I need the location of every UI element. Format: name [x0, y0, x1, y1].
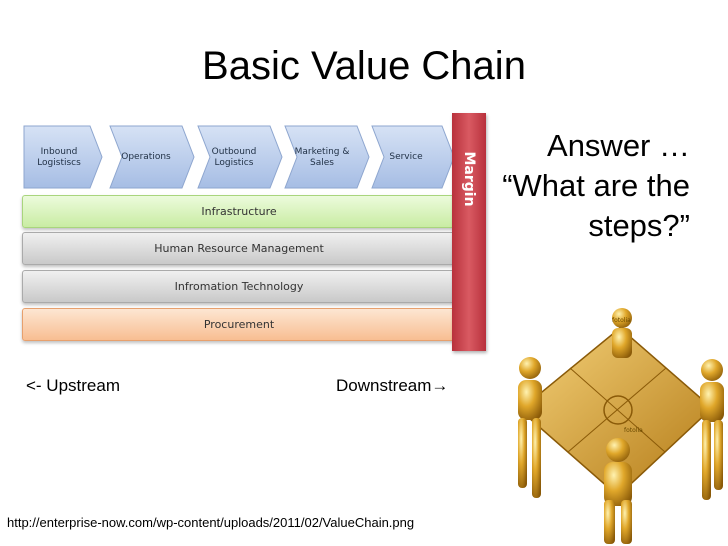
- slide-title: Basic Value Chain: [202, 44, 526, 88]
- downstream-label: Downstream→: [336, 376, 449, 395]
- source-url: http://enterprise-now.com/wp-content/upl…: [7, 515, 415, 530]
- chevron-outbound-logistics: [197, 125, 283, 189]
- chevron-service: [371, 125, 455, 189]
- margin-bar: Margin: [452, 113, 486, 351]
- primary-activity-label: Operations: [121, 152, 171, 163]
- primary-activity-label: Inbound Logistiscs: [37, 146, 81, 168]
- watermark-text: fotolia: [612, 317, 631, 324]
- band-information-technology: Infromation Technology: [22, 270, 456, 303]
- primary-activity-label: Service: [389, 152, 423, 163]
- primary-activity-label: Marketing & Sales: [294, 146, 350, 168]
- chevron-inbound-logistics: [23, 125, 103, 189]
- upstream-label: <- Upstream: [26, 376, 120, 395]
- primary-activities: [23, 125, 455, 189]
- watermark-text: fotolia: [624, 427, 643, 434]
- answer-text: Answer … “What are the steps?”: [502, 128, 690, 243]
- chevron-operations: [109, 125, 195, 189]
- band-procurement: Procurement: [22, 308, 456, 341]
- chevron-marketing-sales: [284, 125, 370, 189]
- band-infrastructure: Infrastructure: [22, 195, 456, 228]
- band-human-resource-management: Human Resource Management: [22, 232, 456, 265]
- margin-label: Margin: [461, 151, 477, 207]
- primary-activity-label: Outbound Logistics: [211, 146, 257, 168]
- gold-figures-puzzle-illustration: fotolia fotolia: [518, 308, 724, 544]
